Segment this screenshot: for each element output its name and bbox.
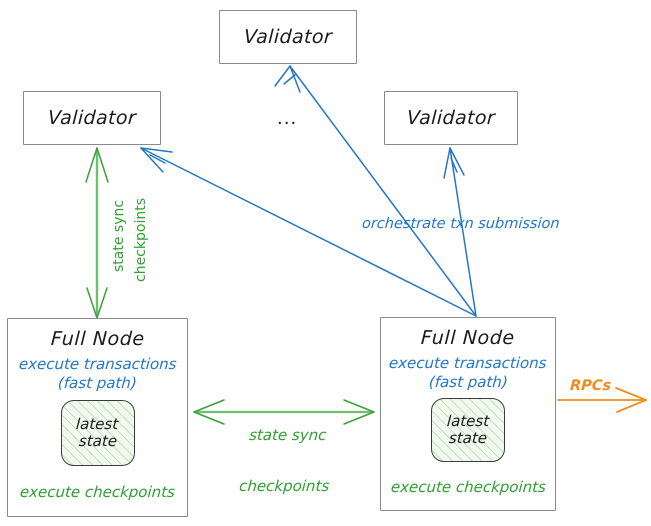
validator-box-top[interactable]: Validator <box>219 10 357 64</box>
validators-ellipsis: ... <box>277 108 298 129</box>
latest-state-left-line1: latest <box>75 414 120 433</box>
state-sync-vertical-line2: checkpoints <box>133 198 150 282</box>
validator-top-label: Validator <box>243 26 333 48</box>
full-node-right-blue-line1: execute transactions <box>388 354 548 372</box>
latest-state-right-line2: state <box>448 428 488 447</box>
validator-box-left[interactable]: Validator <box>23 91 161 145</box>
validator-box-right[interactable]: Validator <box>384 91 518 145</box>
full-node-box-right[interactable]: Full Node execute transactions (fast pat… <box>380 317 556 511</box>
state-sync-middle-line2: checkpoints <box>238 477 330 496</box>
full-node-right-green-footer: execute checkpoints <box>389 477 547 496</box>
rpcs-label: RPCs <box>569 378 612 394</box>
validator-left-label: Validator <box>47 107 137 129</box>
latest-state-left-line2: state <box>77 431 118 450</box>
full-node-left-blue-line2: (fast path) <box>57 373 138 392</box>
state-sync-middle-line1: state sync <box>248 425 328 444</box>
latest-state-right-line1: latest <box>446 411 490 430</box>
full-node-left-title: Full Node <box>50 328 145 350</box>
state-sync-middle-label: state sync checkpoints <box>226 392 346 526</box>
full-node-left-green-footer: execute checkpoints <box>19 482 176 501</box>
checkpoints-vertical-label: checkpoints <box>101 198 181 282</box>
latest-state-chip-left[interactable]: latest state <box>60 399 135 466</box>
full-node-left-blue-line1: execute transactions <box>18 355 177 373</box>
validator-right-label: Validator <box>406 107 496 129</box>
full-node-box-left[interactable]: Full Node execute transactions (fast pat… <box>7 318 188 517</box>
latest-state-chip-right[interactable]: latest state <box>431 397 505 462</box>
full-node-right-blue-line2: (fast path) <box>428 372 509 391</box>
blue-arrow-to-right-validator <box>443 147 477 317</box>
blue-arrow-to-left-validator <box>140 147 477 317</box>
full-node-right-title: Full Node <box>420 327 516 349</box>
orchestrate-txn-submission-label: orchestrate txn submission <box>361 216 561 232</box>
